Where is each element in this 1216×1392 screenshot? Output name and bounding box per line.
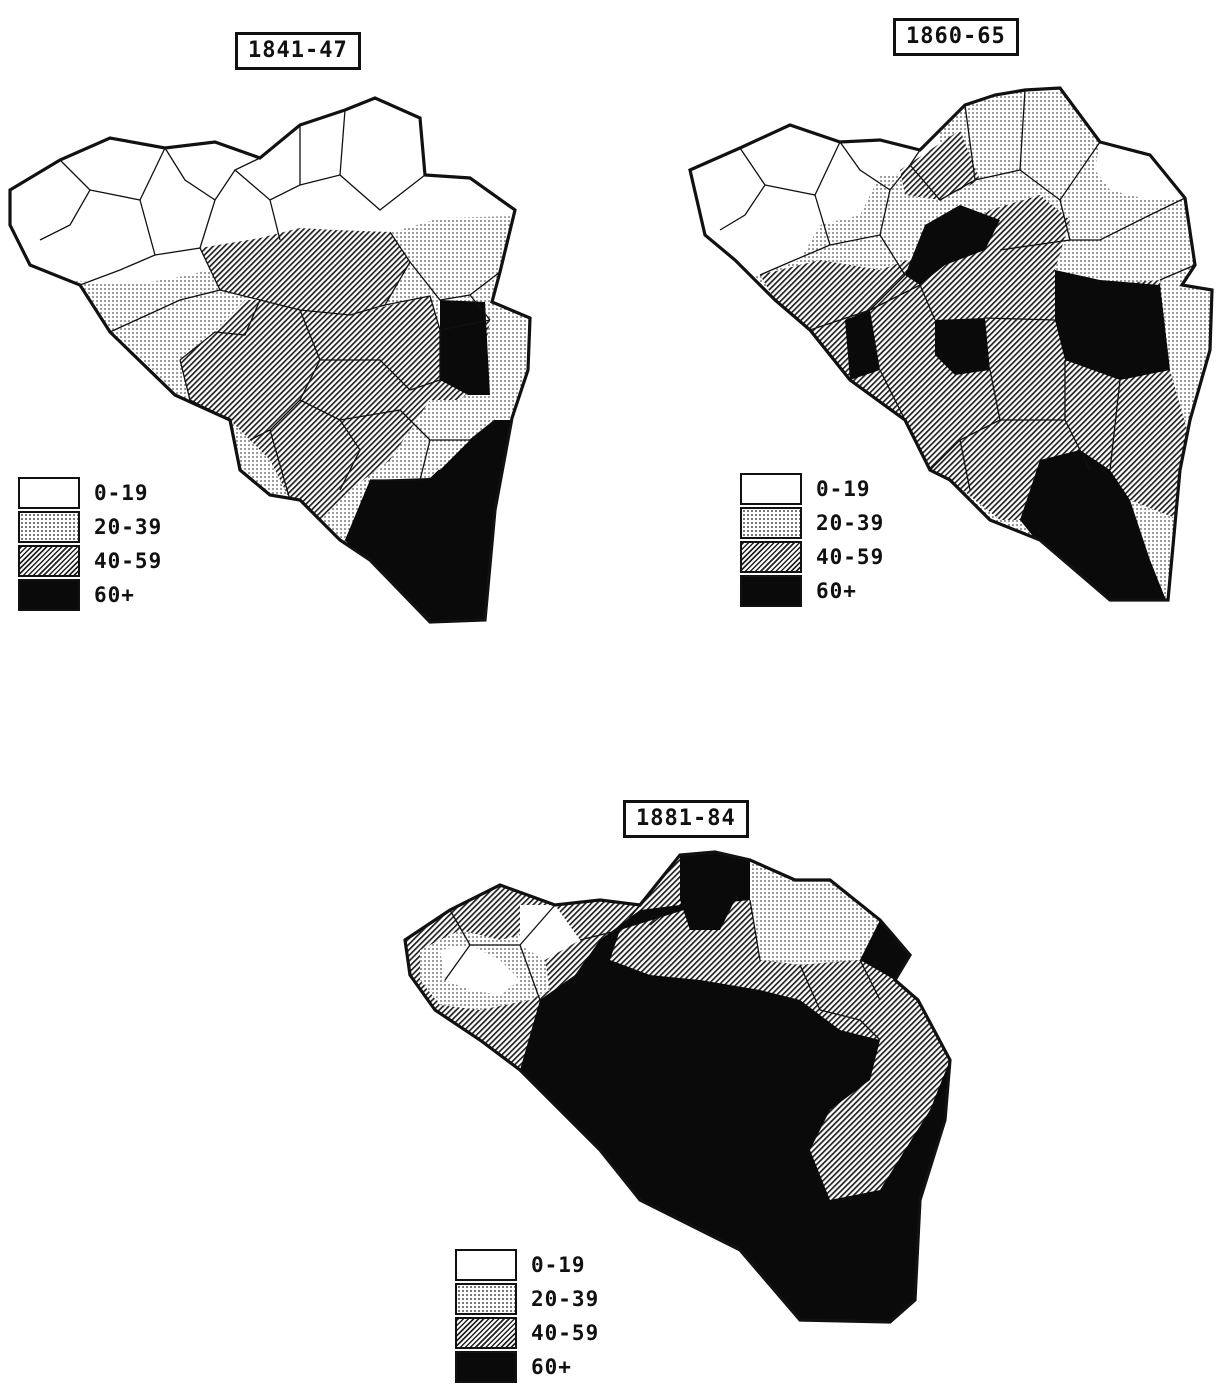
region-fill-60-plus (680, 852, 740, 930)
legend-item: 0-19 (740, 472, 884, 506)
map-title-1881-84: 1881-84 (623, 800, 749, 838)
legend-map-1881-84: 0-19 20-39 40-59 60+ (455, 1248, 599, 1384)
legend-item: 40-59 (740, 540, 884, 574)
region-fill-40-59 (180, 296, 490, 520)
region-fill-60-plus (905, 205, 1000, 285)
legend-swatch-20-39 (455, 1283, 517, 1315)
legend-label: 0-19 (531, 1253, 586, 1277)
legend-item: 60+ (740, 574, 884, 608)
region-fill-60-plus (1020, 450, 1170, 600)
legend-label: 60+ (816, 579, 857, 603)
legend-swatch-20-39 (740, 507, 802, 539)
legend-swatch-60-plus (18, 579, 80, 611)
region-fill-40-59 (200, 228, 410, 315)
legend-swatch-40-59 (455, 1317, 517, 1349)
legend-item: 60+ (18, 578, 162, 612)
region-fill-60-plus (845, 310, 880, 380)
legend-swatch-40-59 (740, 541, 802, 573)
map-title-1860-65: 1860-65 (893, 18, 1019, 56)
legend-item: 60+ (455, 1350, 599, 1384)
legend-item: 20-39 (18, 510, 162, 544)
legend-swatch-40-59 (18, 545, 80, 577)
legend-item: 20-39 (455, 1282, 599, 1316)
region-fill-60-plus (935, 318, 990, 375)
region-fill-60-plus (440, 300, 490, 395)
legend-label: 0-19 (94, 481, 149, 505)
legend-swatch-60-plus (455, 1351, 517, 1383)
legend-map-1860-65: 0-19 20-39 40-59 60+ (740, 472, 884, 608)
legend-label: 20-39 (531, 1287, 600, 1311)
legend-swatch-0-19 (18, 477, 80, 509)
region-fill-20-39 (750, 860, 880, 965)
region-fill-0-19 (1095, 142, 1185, 200)
region-fill-0-19 (520, 905, 580, 960)
legend-swatch-60-plus (740, 575, 802, 607)
legend-item: 20-39 (740, 506, 884, 540)
region-fill-40-59 (610, 900, 950, 1200)
legend-item: 40-59 (18, 544, 162, 578)
legend-label: 0-19 (816, 477, 871, 501)
legend-swatch-20-39 (18, 511, 80, 543)
region-fill-60-plus (1055, 270, 1170, 380)
legend-item: 0-19 (18, 476, 162, 510)
legend-label: 60+ (94, 583, 135, 607)
legend-label: 20-39 (94, 515, 163, 539)
legend-item: 0-19 (455, 1248, 599, 1282)
legend-label: 40-59 (816, 545, 885, 569)
legend-swatch-0-19 (740, 473, 802, 505)
legend-map-1841-47: 0-19 20-39 40-59 60+ (18, 476, 162, 612)
legend-swatch-0-19 (455, 1249, 517, 1281)
legend-label: 40-59 (94, 549, 163, 573)
legend-label: 20-39 (816, 511, 885, 535)
map-title-1841-47: 1841-47 (235, 32, 361, 70)
legend-label: 40-59 (531, 1321, 600, 1345)
region-fill-40-59 (900, 130, 980, 200)
legend-label: 60+ (531, 1355, 572, 1379)
region-fill-0-19 (440, 945, 520, 995)
legend-item: 40-59 (455, 1316, 599, 1350)
region-fill-20-39 (420, 400, 495, 470)
